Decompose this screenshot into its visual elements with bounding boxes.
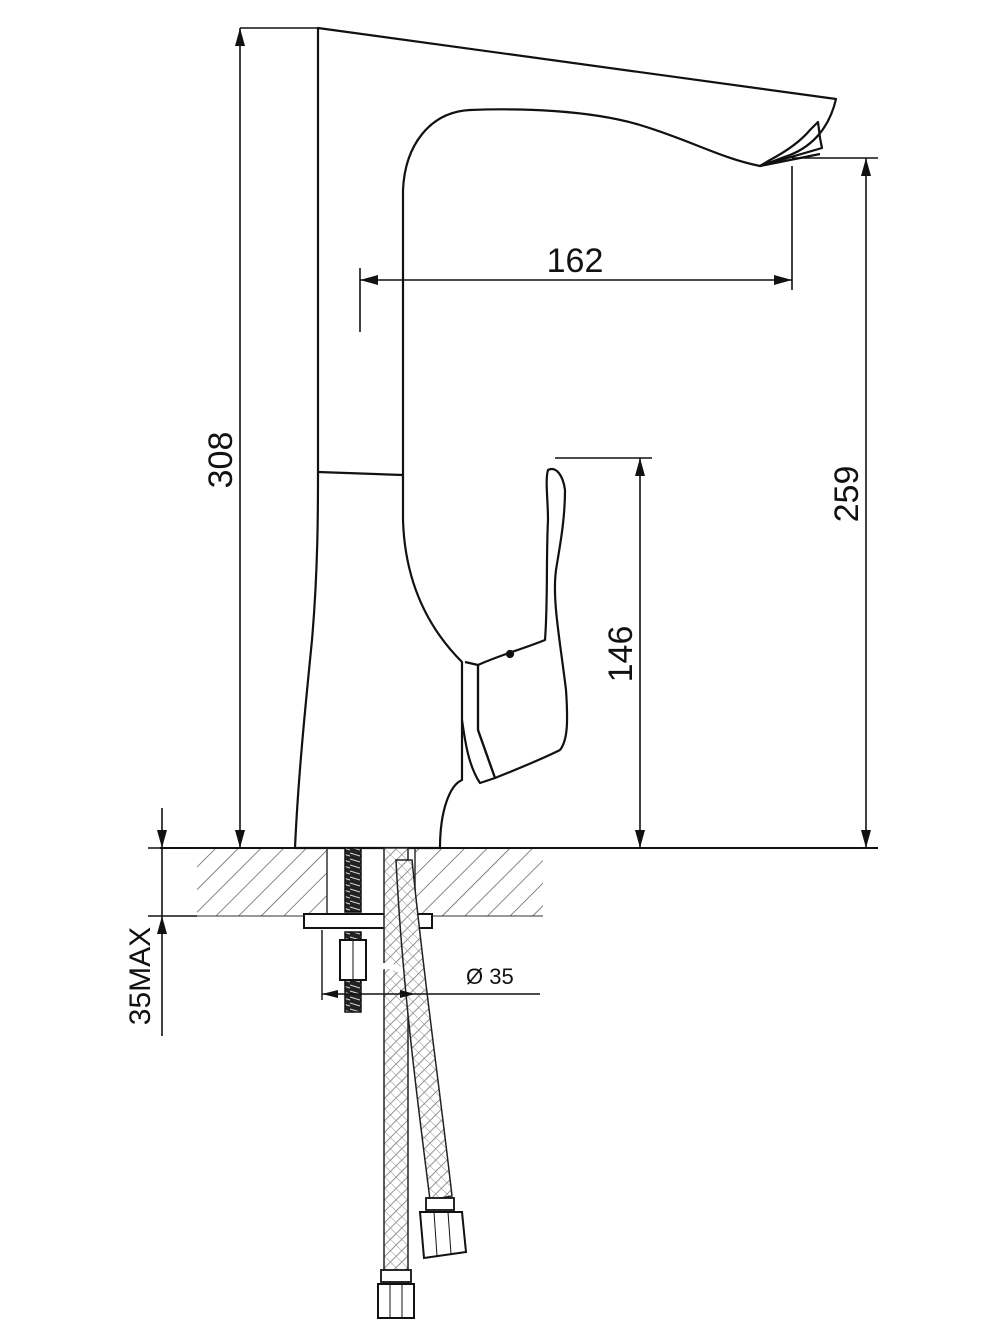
spout-reach-label: 162	[547, 242, 604, 280]
lever-height-label: 146	[602, 626, 640, 683]
lever-handle	[460, 467, 569, 785]
dimension-counter-thickness	[148, 808, 197, 1036]
dimension-hole-diameter	[321, 930, 540, 1000]
flex-hose-main	[377, 847, 415, 1319]
dimension-total-height	[235, 27, 318, 848]
spout-height-label: 259	[828, 466, 866, 523]
countertop-section	[197, 848, 543, 917]
faucet-body	[293, 26, 838, 850]
total-height-label: 308	[202, 432, 240, 489]
hole-diameter-label: Ø 35	[466, 964, 514, 989]
dimension-spout-reach	[359, 166, 793, 332]
dimension-spout-height	[792, 157, 878, 848]
dimension-lever-height	[555, 457, 652, 848]
flex-hose-secondary	[395, 859, 468, 1260]
mounting-stud	[339, 847, 367, 1013]
counter-thickness-label: 35MAX	[124, 927, 157, 1025]
